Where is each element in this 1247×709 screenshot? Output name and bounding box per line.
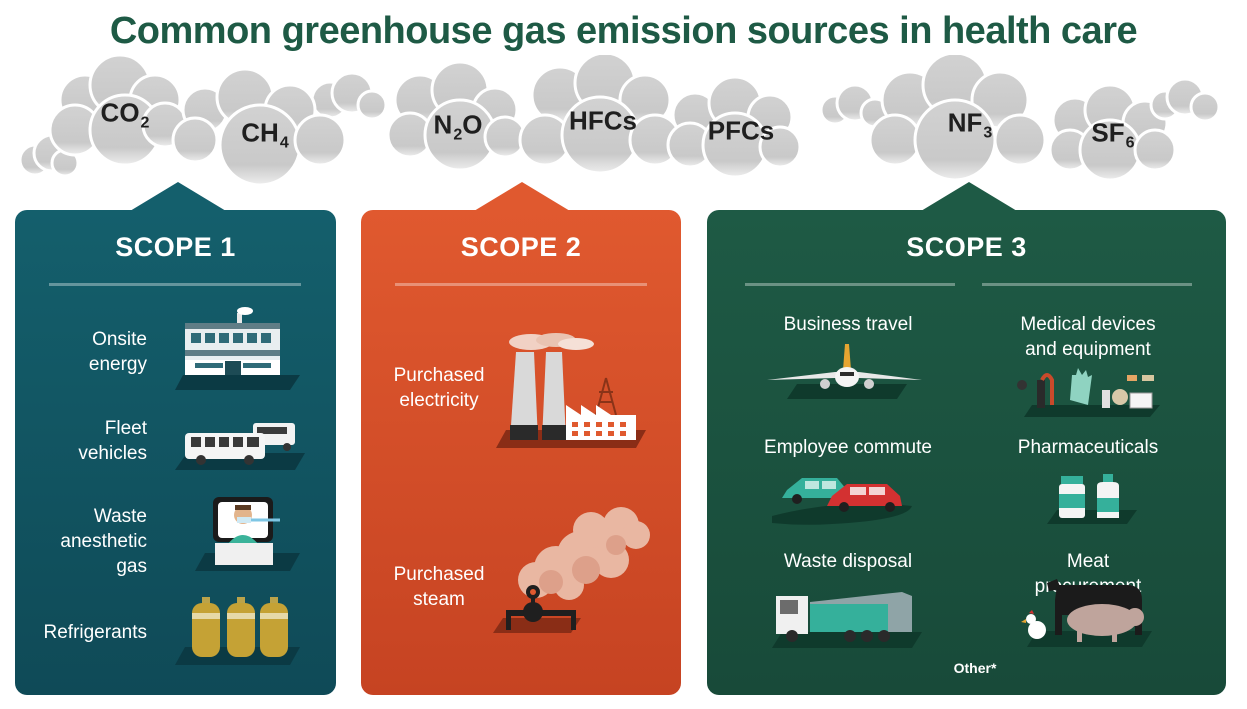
medical-equipment-icon: [1002, 365, 1162, 420]
medicine-bottles-icon: [1047, 472, 1137, 527]
cars-icon: [772, 468, 917, 528]
scope1-item-onsite-energy: Onsite energy: [88, 329, 147, 375]
scope1-pointer: [130, 182, 226, 211]
patient-mask-icon: [195, 495, 300, 575]
scope3-divider-left: [745, 283, 955, 286]
scope3-title: SCOPE 3: [906, 232, 1027, 262]
scope2-panel: SCOPE 2 Purchased electricity Purchased …: [361, 182, 681, 695]
scope2-pointer: [474, 182, 570, 211]
gas-clouds: CO2 CH4 N2O HFCs PFCs NF3 SF6: [0, 55, 1247, 195]
gas-cylinders-icon: [175, 595, 300, 675]
scope3-divider-right: [982, 283, 1192, 286]
scope1-item-waste-anesthetic-gas: Waste anesthetic gas: [60, 506, 147, 577]
gas-n2o: N2O: [433, 109, 483, 144]
gas-ch4: CH4: [241, 117, 289, 152]
page-title: Common greenhouse gas emission sources i…: [109, 10, 1138, 52]
airplane-icon: [767, 342, 922, 402]
scope3-item-business-travel: Business travel: [783, 314, 913, 335]
scope3-item-waste-disposal: Waste disposal: [783, 551, 913, 572]
scope3-item-pharmaceuticals: Pharmaceuticals: [1017, 437, 1159, 458]
gas-pfcs: PFCs: [707, 115, 775, 146]
scope3-pointer: [921, 182, 1017, 211]
bus-icon: [175, 415, 305, 475]
gas-sf6: SF6: [1091, 117, 1135, 152]
gas-co2: CO2: [100, 97, 150, 132]
cloud-shapes-icon: [18, 55, 1221, 187]
scope2-title: SCOPE 2: [460, 232, 582, 262]
scope1-divider: [49, 283, 301, 286]
gas-nf3: NF3: [947, 107, 993, 142]
steam-valve-icon: [491, 500, 651, 640]
gas-hfcs: HFCs: [569, 105, 637, 136]
power-plant-icon: [496, 330, 646, 455]
garbage-truck-icon: [772, 590, 922, 652]
scope2-item-purchased-electricity: Purchased electricity: [393, 365, 485, 411]
scope3-footnote-other: Other*: [953, 660, 997, 676]
scope1-panel: SCOPE 1 Onsite energy Fleet vehicles: [15, 182, 336, 695]
scope1-title: SCOPE 1: [115, 232, 236, 262]
scope1-item-refrigerants: Refrigerants: [43, 622, 148, 643]
scope3-item-medical-devices: Medical devices and equipment: [1020, 314, 1156, 360]
scope2-item-purchased-steam: Purchased steam: [393, 564, 485, 610]
livestock-icon: [1017, 575, 1152, 650]
building-icon: [175, 305, 300, 395]
scope1-item-fleet-vehicles: Fleet vehicles: [78, 418, 147, 464]
scope2-divider: [395, 283, 647, 286]
scope3-panel: SCOPE 3 Business travel Employee commute: [707, 182, 1226, 695]
scope3-item-employee-commute: Employee commute: [764, 437, 932, 458]
